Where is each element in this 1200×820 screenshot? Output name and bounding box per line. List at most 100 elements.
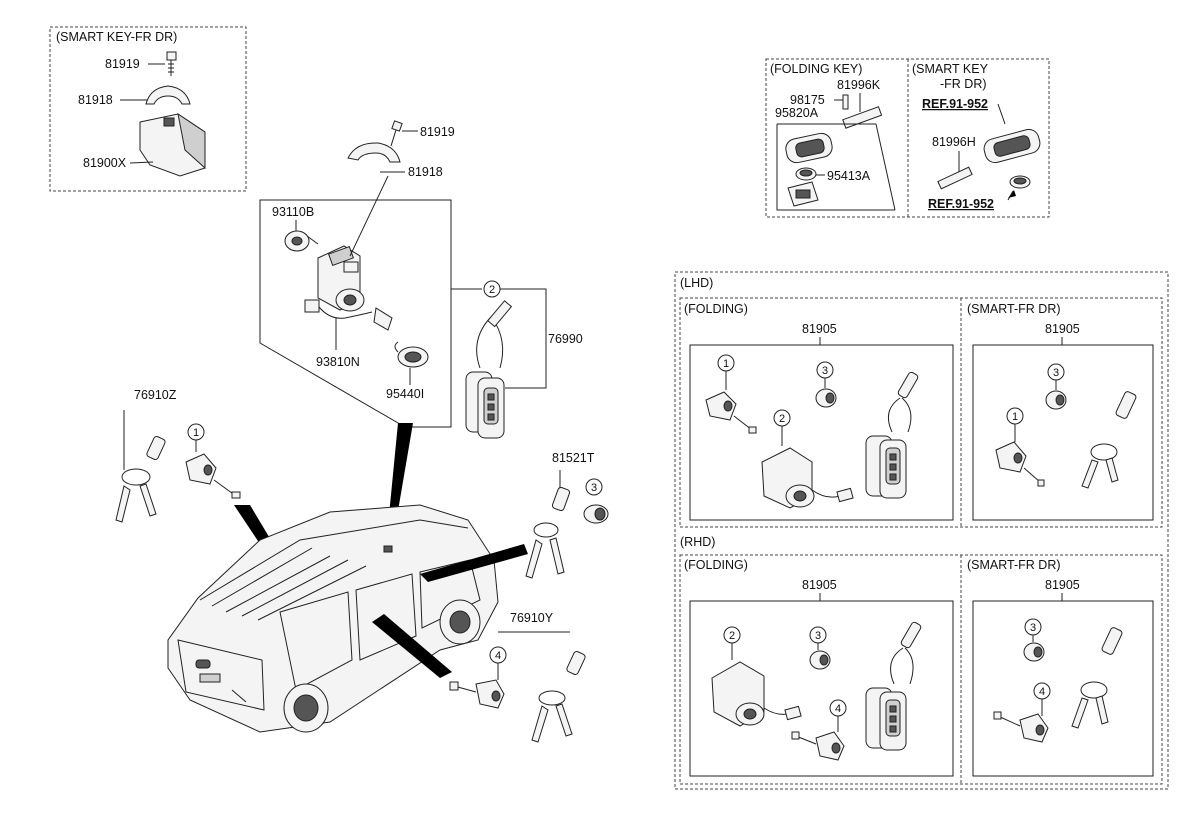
- lhd-rhd-outer-border: [674, 271, 1169, 790]
- coin-battery-icon: [1009, 175, 1031, 189]
- lhd-border: [679, 297, 1163, 528]
- ignition-lock-icon: [711, 661, 802, 727]
- label-81905-rhd-folding: 81905: [802, 578, 837, 592]
- smart-key-fr-dr-box-border: [49, 26, 247, 192]
- shroud-clip-icon: [347, 142, 401, 163]
- ignition-assembly-group: 81919 81918 93110B 93: [259, 120, 583, 546]
- callout-1-76910z-number: 1: [193, 427, 199, 439]
- callout-4-76910y-number: 4: [495, 650, 501, 662]
- pointer-to-tailgate: [372, 614, 452, 678]
- tailgate-lock-cylinder-icon: [1045, 390, 1067, 410]
- callout-4-rhd-smart-number: 4: [1039, 686, 1045, 698]
- door-lock-cylinder-icon: [185, 453, 241, 499]
- label-81996k: 81996K: [837, 78, 881, 92]
- key-cylinder-icon: [284, 230, 319, 252]
- label-81996h: 81996H: [932, 135, 976, 149]
- ignition-assembly-frame: [259, 199, 452, 428]
- steering-lock-housing-icon: [139, 112, 206, 177]
- rhd-folding-title: (FOLDING): [684, 558, 748, 572]
- lhd-rhd-section: (LHD) (FOLDING) (SMART-FR DR) (RHD) (FOL…: [674, 271, 1169, 790]
- rhd-border: [679, 554, 1163, 785]
- callout-1-lhd-folding-number: 1: [723, 358, 729, 370]
- tailgate-lock-cylinder-icon: [583, 504, 609, 524]
- folding-key-icon: [865, 371, 919, 499]
- label-81905-rhd-smart: 81905: [1045, 578, 1080, 592]
- shroud-clip-icon: [145, 85, 191, 105]
- tailgate-lock-cylinder-icon: [815, 388, 837, 408]
- wiring-connector-icon: [304, 299, 393, 331]
- door-lock-cylinder-icon: [995, 441, 1045, 487]
- lhd-folding-title: (FOLDING): [684, 302, 748, 316]
- label-98175: 98175: [790, 93, 825, 107]
- callout-3-rhd-smart-number: 3: [1030, 622, 1036, 634]
- label-93810n: 93810N: [316, 355, 360, 369]
- illumination-ring-icon: [394, 341, 429, 368]
- door-lock-cylinder-icon: [705, 391, 757, 434]
- label-76910z: 76910Z: [134, 388, 177, 402]
- lhd-smart-kit-box: [972, 344, 1154, 521]
- tailgate-lock-cylinder-icon: [1023, 642, 1045, 662]
- callout-3-lhd-smart-number: 3: [1053, 367, 1059, 379]
- callout-2-lhd-folding-number: 2: [779, 413, 785, 425]
- lhd-folding-kit-box: [689, 344, 954, 521]
- label-81905-lhd-folding: 81905: [802, 322, 837, 336]
- label-93110b: 93110B: [272, 205, 314, 219]
- emergency-key-blade-icon: [937, 166, 973, 190]
- label-81918-a: 81918: [78, 93, 113, 107]
- folding-key-icon: [531, 650, 586, 743]
- lhd-title: (LHD): [680, 276, 713, 290]
- door-lock-group-76910y: 76910Y 4: [449, 611, 586, 743]
- folding-key-icon: [525, 486, 571, 579]
- folding-key-icon: [865, 621, 922, 751]
- tailgate-lock-group-81521t: 81521T 3: [525, 451, 609, 579]
- folding-key-icon: [465, 300, 513, 439]
- label-95820a: 95820A: [775, 106, 819, 120]
- smart-key-fob-icon: [983, 128, 1041, 164]
- label-ref-91-952-a: REF.91-952: [922, 97, 988, 111]
- rhd-title: (RHD): [680, 535, 715, 549]
- label-81919-a: 81919: [105, 57, 140, 71]
- callout-2-rhd-folding-number: 2: [729, 630, 735, 642]
- folding-key-icon: [1081, 391, 1137, 489]
- coin-battery-icon: [795, 167, 817, 181]
- folding-key-icon: [1071, 627, 1123, 729]
- label-81918-b: 81918: [408, 165, 443, 179]
- ignition-lock-icon: [317, 245, 365, 312]
- smart-key-title-line2: -FR DR): [940, 77, 987, 91]
- ignition-lock-icon: [761, 447, 854, 509]
- pin-icon: [842, 94, 849, 110]
- pointer-to-right-door: [420, 544, 528, 582]
- folding-and-smart-key-box: (FOLDING KEY) (SMART KEY -FR DR) 81996K …: [765, 58, 1050, 218]
- callout-2-main-number: 2: [489, 284, 495, 296]
- suv-vehicle-icon: [167, 504, 499, 733]
- callout-3-81521t: [585, 478, 603, 496]
- rhd-folding-kit-box: [689, 600, 954, 777]
- label-95413a: 95413A: [827, 169, 871, 183]
- folding-key-icon: [115, 435, 166, 523]
- label-ref-91-952-b: REF.91-952: [928, 197, 994, 211]
- label-81919-b: 81919: [420, 125, 455, 139]
- smart-key-fr-dr-box-top-left: (SMART KEY-FR DR) 81919 81918 81900X: [49, 26, 247, 192]
- callout-3-lhd-folding-number: 3: [822, 365, 828, 377]
- smart-key-title-line1: (SMART KEY: [912, 62, 989, 76]
- smart-key-fr-dr-title: (SMART KEY-FR DR): [56, 30, 177, 44]
- label-81521t: 81521T: [552, 451, 595, 465]
- door-lock-cylinder-icon: [449, 679, 505, 709]
- bolt-icon: [390, 120, 403, 147]
- rhd-smart-title: (SMART-FR DR): [967, 558, 1061, 572]
- lhd-smart-title: (SMART-FR DR): [967, 302, 1061, 316]
- tailgate-lock-cylinder-icon: [809, 650, 831, 670]
- label-95440i: 95440I: [386, 387, 424, 401]
- callout-3-rhd-folding-number: 3: [815, 630, 821, 642]
- rhd-smart-kit-box: [972, 600, 1154, 777]
- door-lock-cylinder-icon: [791, 731, 845, 761]
- bolt-icon: [166, 51, 177, 76]
- callout-4-rhd-folding-number: 4: [835, 703, 841, 715]
- smart-key-fob-icon: [787, 181, 819, 207]
- folding-key-title: (FOLDING KEY): [770, 62, 862, 76]
- callout-3-81521t-number: 3: [591, 482, 597, 494]
- label-76990: 76990: [548, 332, 583, 346]
- smart-key-fob-icon: [785, 132, 833, 164]
